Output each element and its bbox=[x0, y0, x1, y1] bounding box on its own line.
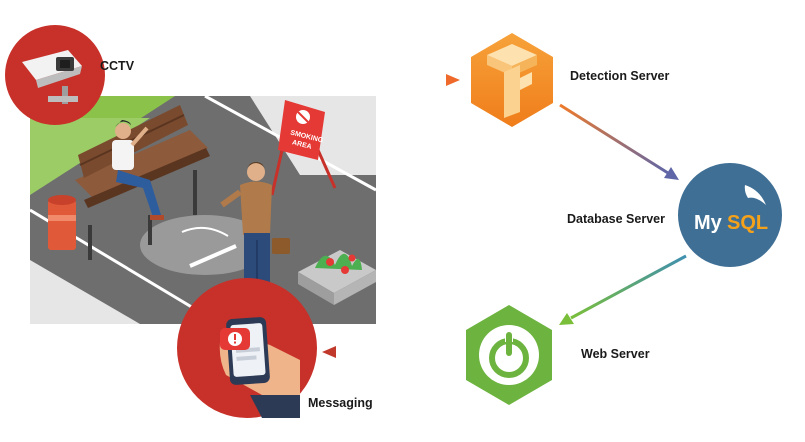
messaging-label: Messaging bbox=[308, 396, 373, 410]
database-server-node: My SQL bbox=[678, 163, 782, 267]
mysql-dolphin-icon bbox=[744, 185, 766, 205]
smoking-area-sign: SMOKING AREA bbox=[270, 100, 337, 196]
flower-planter bbox=[298, 250, 376, 305]
database-server-label: Database Server bbox=[567, 212, 665, 226]
detection-server-node bbox=[471, 33, 553, 127]
edge-cctv-to-detection bbox=[104, 74, 460, 86]
trash-bin bbox=[48, 195, 76, 250]
detection-server-label: Detection Server bbox=[570, 69, 670, 83]
cctv-node bbox=[5, 25, 105, 125]
mysql-logo-text-sql: SQL bbox=[727, 212, 768, 234]
mysql-logo-text-my: My bbox=[694, 212, 723, 234]
seated-man bbox=[112, 120, 164, 220]
edge-database-to-web bbox=[559, 254, 687, 325]
cctv-camera-icon bbox=[22, 50, 82, 104]
edge-web-to-messaging bbox=[322, 346, 452, 358]
web-server-label: Web Server bbox=[581, 347, 650, 361]
cctv-label: CCTV bbox=[100, 59, 135, 73]
smoking-area-illustration: SMOKING AREA bbox=[30, 96, 376, 324]
messaging-node bbox=[177, 278, 317, 418]
web-server-node bbox=[466, 305, 552, 405]
power-icon bbox=[479, 325, 539, 385]
tensorflow-icon bbox=[487, 44, 537, 118]
sign-text-area: AREA bbox=[291, 139, 312, 151]
edge-detection-to-database bbox=[559, 103, 679, 180]
smartphone-alert-icon bbox=[219, 317, 300, 418]
